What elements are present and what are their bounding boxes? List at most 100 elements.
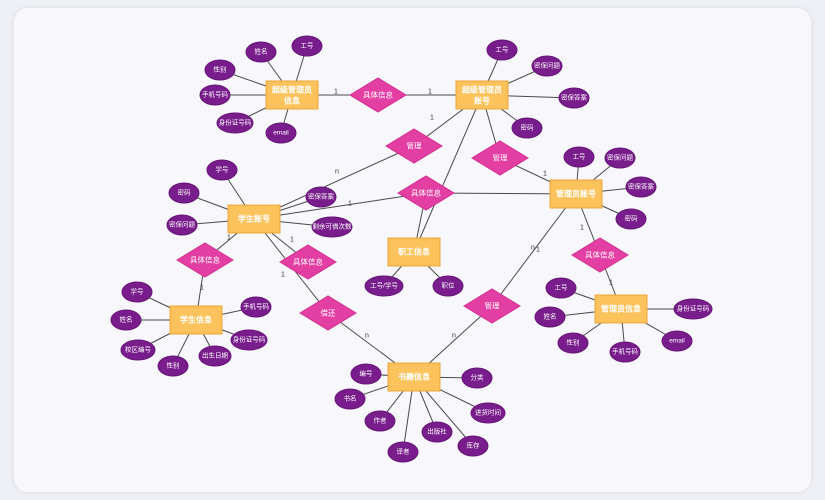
relation-R1: 具体信息 xyxy=(349,77,407,113)
node-label: 密保问题 xyxy=(607,153,634,162)
node-label: 工号 xyxy=(555,284,569,292)
diagram-nodes: 姓名工号性别手机号码身份证号码email工号密保问题密保答案密码学号密码密保问题… xyxy=(110,35,713,463)
node-label: email xyxy=(669,338,685,345)
attribute-ellipse xyxy=(557,332,589,354)
cardinality-label: n xyxy=(531,245,535,252)
node-label: 借还 xyxy=(321,308,336,318)
node-label: 学号 xyxy=(216,165,230,174)
relation-diamond xyxy=(299,295,357,331)
node-label: 性别 xyxy=(167,361,180,370)
attribute-a29: 工号 xyxy=(545,277,577,299)
node-label: 出生日期 xyxy=(202,351,229,360)
node-label: email xyxy=(273,130,289,137)
node-label: 具体信息 xyxy=(585,250,615,260)
attribute-ellipse xyxy=(216,112,254,134)
attribute-ellipse xyxy=(432,275,464,297)
relation-diamond xyxy=(385,128,443,164)
relation-diamond xyxy=(176,242,234,278)
attribute-ellipse xyxy=(421,421,453,443)
attribute-a25: 性别 xyxy=(157,355,189,377)
attribute-a41: 进货时间 xyxy=(470,402,506,424)
attribute-a40: 库存 xyxy=(457,435,489,457)
cardinality-label: n xyxy=(452,333,456,340)
connector-line xyxy=(253,145,415,220)
node-label: 密保答案 xyxy=(628,182,655,191)
node-label: 管理员账号 xyxy=(556,189,596,199)
attribute-ellipse xyxy=(511,117,543,139)
cardinality-label: n xyxy=(365,333,369,340)
attribute-a38: 译者 xyxy=(387,441,419,463)
relation-diamond xyxy=(349,77,407,113)
attribute-ellipse xyxy=(545,277,577,299)
attribute-a20: 工号/学号 xyxy=(364,275,404,297)
node-label: 书名 xyxy=(344,394,357,403)
attribute-a32: 手机号码 xyxy=(609,341,641,363)
attribute-a23: 姓名 xyxy=(110,309,142,331)
attribute-ellipse xyxy=(305,186,337,208)
node-label: 剩余可借次数 xyxy=(313,222,353,231)
attribute-ellipse xyxy=(531,55,563,77)
node-label: 性别 xyxy=(567,338,580,347)
cardinality-label: 1 xyxy=(580,225,584,232)
attribute-a34: email xyxy=(661,330,693,352)
attribute-a13: 密保问题 xyxy=(166,214,198,236)
attribute-ellipse xyxy=(461,367,493,389)
node-label: 密码 xyxy=(178,188,192,197)
node-label: 学生信息 xyxy=(180,315,212,325)
attribute-ellipse xyxy=(387,441,419,463)
node-label: 管理 xyxy=(407,141,422,151)
node-label: 信息 xyxy=(284,96,300,106)
attribute-a1: 姓名 xyxy=(245,41,277,63)
node-label: 具体信息 xyxy=(411,188,441,198)
attribute-a22: 学号 xyxy=(121,281,153,303)
entity-box xyxy=(549,179,603,209)
node-label: 学生账号 xyxy=(238,214,270,224)
node-label: 手机号码 xyxy=(202,90,229,99)
node-label: 超级管理员 xyxy=(271,85,312,95)
relation-diamond xyxy=(471,140,529,176)
cardinality-label: 1 xyxy=(348,201,352,208)
node-label: 出版社 xyxy=(427,427,447,436)
node-label: 密保答案 xyxy=(561,93,588,102)
attribute-ellipse xyxy=(230,329,268,351)
entity-box xyxy=(169,305,223,335)
attribute-ellipse xyxy=(364,275,404,297)
relation-R3: 具体信息 xyxy=(397,175,455,211)
attribute-ellipse xyxy=(166,214,198,236)
node-label: 密码 xyxy=(625,214,639,223)
attribute-ellipse xyxy=(121,281,153,303)
attribute-ellipse xyxy=(334,388,366,410)
attribute-a14: 密保答案 xyxy=(305,186,337,208)
node-label: 具体信息 xyxy=(190,255,220,265)
attribute-a42: 分类 xyxy=(461,367,493,389)
attribute-ellipse xyxy=(157,355,189,377)
relation-R4: 管理 xyxy=(471,140,529,176)
attribute-a10: 密码 xyxy=(511,117,543,139)
attribute-ellipse xyxy=(486,39,518,61)
node-label: 职位 xyxy=(442,281,456,290)
attribute-a28: 身份证号码 xyxy=(230,329,268,351)
entity-box xyxy=(455,80,509,110)
entity-E4: 职工信息 xyxy=(387,237,441,267)
entity-box xyxy=(387,362,441,392)
attribute-ellipse xyxy=(364,410,396,432)
node-label: 姓名 xyxy=(255,47,268,56)
node-label: 书籍信息 xyxy=(398,372,430,382)
node-label: 分类 xyxy=(471,373,485,382)
attribute-a30: 姓名 xyxy=(534,306,566,328)
node-label: 工号/学号 xyxy=(370,281,398,290)
node-label: 性别 xyxy=(214,65,227,74)
entity-E8: 书籍信息 xyxy=(387,362,441,392)
attribute-a12: 密码 xyxy=(168,182,200,204)
attribute-a26: 出生日期 xyxy=(198,345,232,367)
node-label: 职工信息 xyxy=(398,247,430,257)
attribute-ellipse xyxy=(604,147,636,169)
connector-line xyxy=(491,193,577,307)
attribute-ellipse xyxy=(311,216,353,238)
entity-E7: 管理员信息 xyxy=(594,294,648,324)
attribute-a4: 手机号码 xyxy=(199,84,231,106)
attribute-ellipse xyxy=(199,84,231,106)
node-label: 译者 xyxy=(397,448,411,456)
